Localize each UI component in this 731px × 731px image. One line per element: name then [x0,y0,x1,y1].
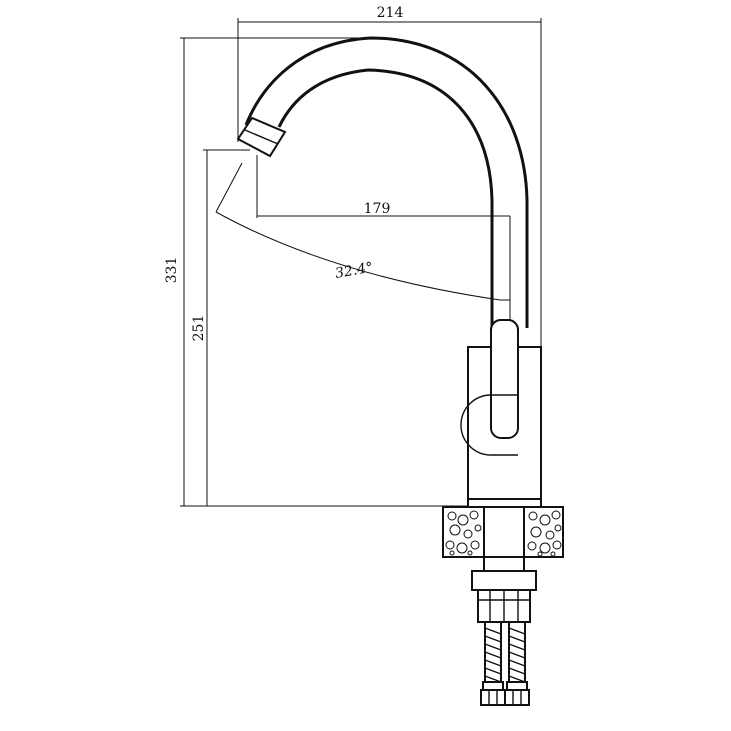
supply-hose-left [480,621,506,706]
mounting-nut [471,556,537,623]
stone-texture-left [445,510,482,556]
dimension-label-251: 251 [191,315,207,342]
dimension-label-angle: 32.4° [334,260,374,282]
dimension-spout-height: 251 [191,149,250,506]
dimension-label-331: 331 [164,257,180,284]
stone-texture-right [527,510,562,557]
dimension-label-179: 179 [364,201,391,217]
dimension-overall-width: 214 [237,5,542,348]
faucet-spout [236,36,529,328]
faucet-body [460,319,542,508]
supply-hose-right [504,621,530,706]
dimension-label-214: 214 [377,5,404,21]
dimension-overall-height: 331 [164,37,470,507]
dimension-swivel-angle: 32.4° [215,162,510,301]
countertop-section [442,506,564,558]
dimension-spout-reach: 179 [256,155,511,322]
aerator-nozzle [236,116,287,158]
